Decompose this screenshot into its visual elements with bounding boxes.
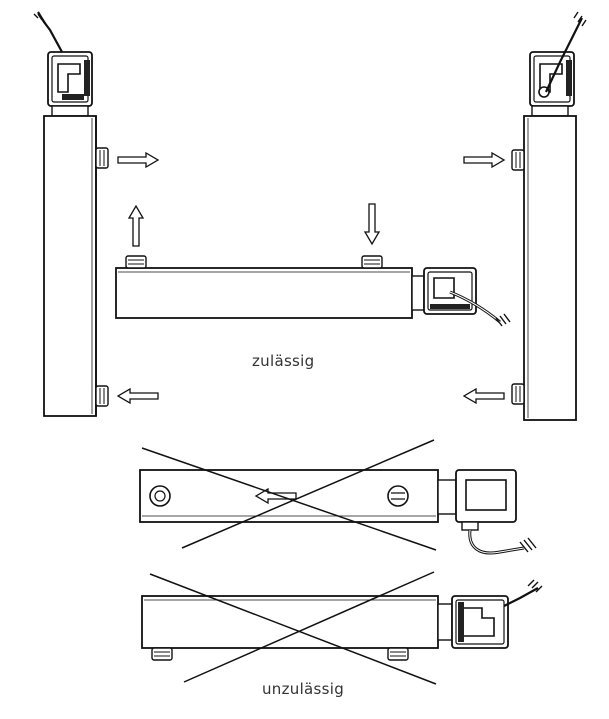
flow-arrow-icon <box>117 388 159 404</box>
not-permitted-label: unzulässig <box>262 680 345 698</box>
flow-arrow-icon <box>117 152 159 168</box>
left-vertical-sensor <box>33 11 109 417</box>
sensor-not-permitted-side-view <box>141 579 543 661</box>
flow-arrow-icon <box>128 205 144 247</box>
sensor-not-permitted-top-view <box>139 469 537 555</box>
flow-arrow-icon <box>463 152 505 168</box>
right-vertical-sensor <box>511 11 587 421</box>
horizontal-sensor-permitted <box>115 255 511 327</box>
cross-out-icon <box>149 571 437 685</box>
cross-out-icon <box>141 439 437 551</box>
permitted-label: zulässig <box>252 352 315 370</box>
flow-arrow-icon <box>364 203 380 245</box>
flow-arrow-icon <box>463 388 505 404</box>
